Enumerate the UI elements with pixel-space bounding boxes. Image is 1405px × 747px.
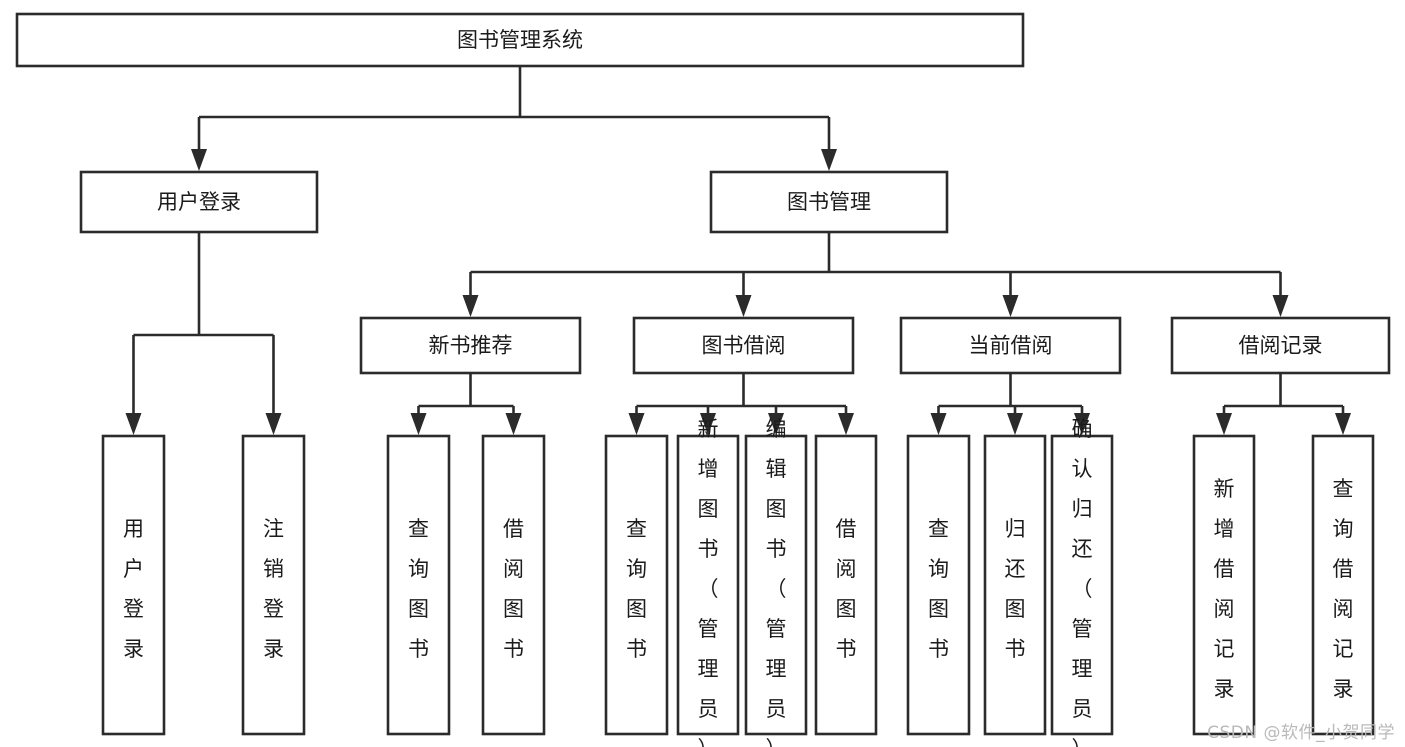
node-new-book-recommend[interactable]: 新书推荐 xyxy=(359,316,582,375)
leaf-borrow-book-borrow[interactable]: 借阅图书 xyxy=(814,434,878,736)
node-label: 当前借阅 xyxy=(969,334,1053,358)
arrow-head-icon xyxy=(125,413,142,435)
node-label: 查询图书 xyxy=(408,517,429,661)
node-borrow-record[interactable]: 借阅记录 xyxy=(1170,316,1391,375)
node-box[interactable] xyxy=(1311,434,1375,736)
arrow-head-icon xyxy=(700,413,716,435)
leaf-borrow-book-recommend[interactable]: 借阅图书 xyxy=(481,434,546,736)
arrow-head-icon xyxy=(1335,413,1351,435)
node-label: 新增图书（管理员） xyxy=(698,417,719,747)
edge-user-login-to-leaves xyxy=(125,232,282,435)
edge-current-borrow-to-leaves xyxy=(930,373,1090,435)
node-user-login[interactable]: 用户登录 xyxy=(79,170,319,234)
leaf-query-book-borrow[interactable]: 查询图书 xyxy=(604,434,669,736)
arrow-head-icon xyxy=(1002,295,1019,317)
leaf-add-borrow-record[interactable]: 新增借阅记录 xyxy=(1192,434,1256,736)
node-box[interactable] xyxy=(906,434,971,736)
node-box[interactable] xyxy=(1050,434,1114,736)
arrow-head-icon xyxy=(628,413,645,435)
node-box[interactable] xyxy=(814,434,878,736)
edge-book-management-to-level3 xyxy=(462,232,1289,317)
node-label: 查询图书 xyxy=(928,517,949,661)
node-label: 借阅图书 xyxy=(836,517,857,661)
arrow-head-icon xyxy=(462,295,479,317)
node-box[interactable] xyxy=(15,12,1025,68)
node-box[interactable] xyxy=(632,316,855,375)
node-label: 图书借阅 xyxy=(702,334,786,358)
arrow-head-icon xyxy=(838,413,854,435)
arrow-head-icon xyxy=(1074,413,1090,435)
node-book-management[interactable]: 图书管理 xyxy=(709,170,949,234)
edge-book-borrow-to-leaves xyxy=(628,373,854,435)
arrow-head-icon xyxy=(505,413,522,435)
node-box[interactable] xyxy=(676,434,740,736)
leaf-confirm-return-admin[interactable]: 确认归还（管理员） xyxy=(1050,417,1114,747)
node-box[interactable] xyxy=(1170,316,1391,375)
node-label: 编辑图书（管理员） xyxy=(766,417,787,747)
node-box[interactable] xyxy=(744,434,808,736)
arrow-head-icon xyxy=(1216,413,1232,435)
node-box[interactable] xyxy=(1192,434,1256,736)
node-label: 图书管理系统 xyxy=(457,28,583,52)
node-label: 注销登录 xyxy=(263,517,284,661)
node-box[interactable] xyxy=(386,434,451,736)
leaf-return-book[interactable]: 归还图书 xyxy=(983,434,1047,736)
leaf-user-logout[interactable]: 注销登录 xyxy=(241,434,306,736)
node-box[interactable] xyxy=(899,316,1122,375)
node-current-borrow[interactable]: 当前借阅 xyxy=(899,316,1122,375)
leaf-query-book-current[interactable]: 查询图书 xyxy=(906,434,971,736)
arrow-head-icon xyxy=(930,413,947,435)
node-label: 新增借阅记录 xyxy=(1214,477,1235,701)
node-box[interactable] xyxy=(983,434,1047,736)
arrow-head-icon xyxy=(410,413,427,435)
edges-layer xyxy=(125,66,1351,435)
edge-new-book-recommend-to-leaves xyxy=(410,373,522,435)
arrow-head-icon xyxy=(768,413,784,435)
node-label: 确认归还（管理员） xyxy=(1072,417,1093,747)
node-label: 借阅图书 xyxy=(503,517,524,661)
edge-root-to-level2 xyxy=(191,66,837,171)
node-box[interactable] xyxy=(241,434,306,736)
arrow-head-icon xyxy=(735,295,752,317)
node-box[interactable] xyxy=(359,316,582,375)
leaf-add-book-admin[interactable]: 新增图书（管理员） xyxy=(676,417,740,747)
node-box[interactable] xyxy=(101,434,166,736)
leaf-query-book-recommend[interactable]: 查询图书 xyxy=(386,434,451,736)
node-label: 查询图书 xyxy=(626,517,647,661)
node-label: 用户登录 xyxy=(157,190,241,214)
node-label: 新书推荐 xyxy=(429,334,513,358)
node-label: 查询借阅记录 xyxy=(1333,477,1354,701)
arrow-head-icon xyxy=(821,149,837,171)
arrow-head-icon xyxy=(265,413,282,435)
node-box[interactable] xyxy=(604,434,669,736)
node-label: 图书管理 xyxy=(787,190,871,214)
leaf-edit-book-admin[interactable]: 编辑图书（管理员） xyxy=(744,417,808,747)
node-box[interactable] xyxy=(481,434,546,736)
arrow-head-icon xyxy=(1007,413,1023,435)
leaf-query-borrow-record[interactable]: 查询借阅记录 xyxy=(1311,434,1375,736)
node-box[interactable] xyxy=(79,170,319,234)
arrow-head-icon xyxy=(191,149,207,171)
node-label: 借阅记录 xyxy=(1239,334,1323,358)
leaf-user-login[interactable]: 用户登录 xyxy=(101,434,166,736)
node-box[interactable] xyxy=(709,170,949,234)
node-label: 归还图书 xyxy=(1005,517,1026,661)
arrow-head-icon xyxy=(1272,295,1289,317)
nodes-layer: 图书管理系统用户登录图书管理新书推荐图书借阅当前借阅借阅记录用户登录注销登录查询… xyxy=(15,12,1391,747)
root-node[interactable]: 图书管理系统 xyxy=(15,12,1025,68)
node-book-borrow[interactable]: 图书借阅 xyxy=(632,316,855,375)
node-label: 用户登录 xyxy=(123,517,144,661)
edge-borrow-record-to-leaves xyxy=(1216,373,1351,435)
